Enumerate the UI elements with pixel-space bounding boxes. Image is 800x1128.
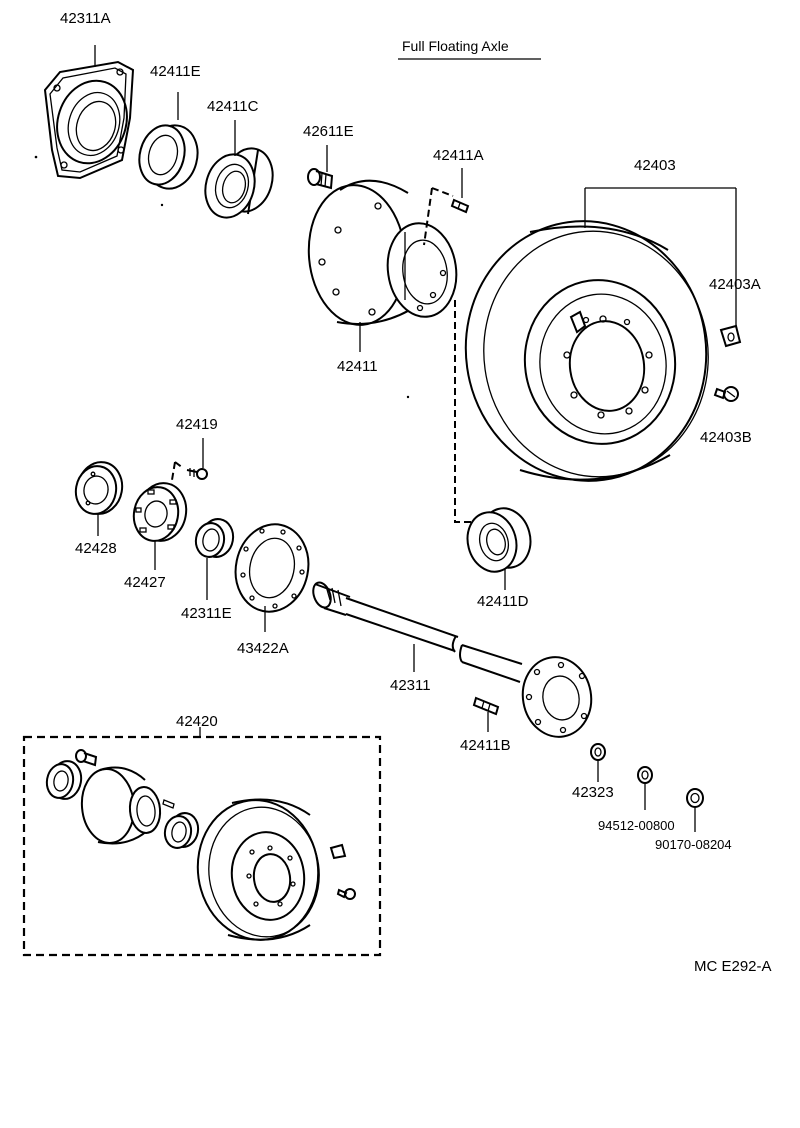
label-42323: 42323 xyxy=(572,784,614,801)
part-42311A-retainer-plate xyxy=(34,60,135,180)
part-42403B-screw xyxy=(713,386,739,402)
label-42611E: 42611E xyxy=(303,123,354,140)
label-42311A: 42311A xyxy=(60,10,111,27)
label-43422A: 43422A xyxy=(237,640,289,657)
part-42427-lock-nut xyxy=(132,482,188,542)
part-42611E-hub-bolt xyxy=(307,168,334,190)
part-43422A-gasket xyxy=(234,523,310,613)
label-42411B: 42411B xyxy=(460,737,511,754)
part-42411C-bearing xyxy=(204,147,274,219)
part-90170-nut xyxy=(686,788,704,808)
label-90170-08204: 90170-08204 xyxy=(655,837,732,852)
label-42411A: 42411A xyxy=(433,147,484,164)
part-42411E-oil-seal xyxy=(138,124,199,207)
diagram-title: Full Floating Axle xyxy=(402,38,509,54)
label-42428: 42428 xyxy=(75,540,117,557)
label-42419: 42419 xyxy=(176,416,218,433)
label-42411: 42411 xyxy=(337,358,378,375)
part-42311E-oil-seal xyxy=(194,518,235,558)
label-42311: 42311 xyxy=(390,677,431,694)
part-42411D-bearing xyxy=(466,507,532,573)
label-42311E: 42311E xyxy=(181,605,232,622)
label-42403A: 42403A xyxy=(709,276,761,293)
label-42420: 42420 xyxy=(176,713,218,730)
drawing-code: MC E292-A xyxy=(694,958,772,975)
label-42411E: 42411E xyxy=(150,63,201,80)
label-94512-00800: 94512-00800 xyxy=(598,818,675,833)
assembly-42420-contents xyxy=(45,749,356,941)
part-42311-axle-shaft xyxy=(312,581,593,738)
part-42428-lock-washer xyxy=(74,461,124,515)
part-42323-cone-washer xyxy=(590,743,606,761)
part-42403A-plug xyxy=(719,324,742,348)
leader-42411A-dashed xyxy=(423,187,454,246)
leader-42403 xyxy=(584,187,737,330)
leader-42411D-dashed xyxy=(454,300,472,523)
label-42411C: 42411C xyxy=(207,98,259,115)
label-42403B: 42403B xyxy=(700,429,752,446)
part-42411-axle-hub xyxy=(307,179,458,326)
label-42411D: 42411D xyxy=(477,593,529,610)
part-94512-washer xyxy=(637,766,653,784)
label-42427: 42427 xyxy=(124,574,166,591)
part-42419-screw xyxy=(186,468,208,480)
part-42411B-stud xyxy=(472,696,500,716)
part-42411A-pin xyxy=(450,198,470,214)
part-42403-brake-drum xyxy=(464,220,709,482)
label-42403: 42403 xyxy=(634,157,676,174)
